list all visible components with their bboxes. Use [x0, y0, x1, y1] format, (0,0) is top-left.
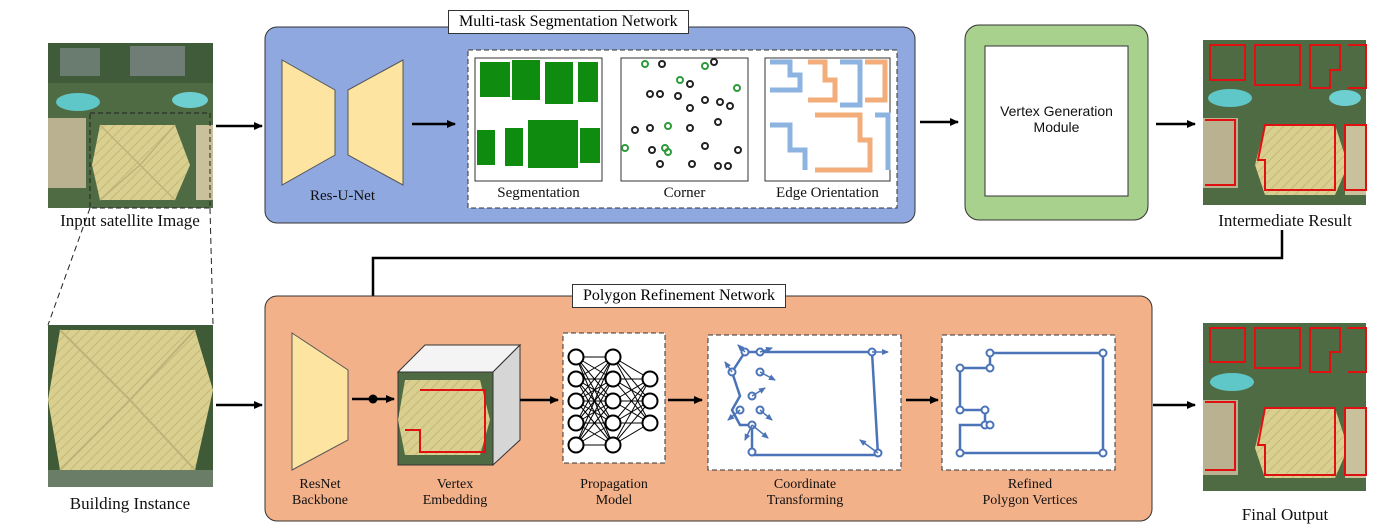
nn-edge: [612, 400, 651, 446]
edge-orientation-label: Edge Orientation: [776, 185, 879, 201]
segmentation-network-title: Multi-task Segmentation Network: [448, 10, 689, 34]
nn-edge: [612, 378, 651, 424]
nn-edge: [575, 356, 614, 424]
nn-node: [604, 436, 622, 454]
segmentation-label: Segmentation: [497, 185, 580, 201]
nn-node: [641, 370, 659, 388]
nn-edge: [575, 400, 614, 446]
nn-edge: [575, 378, 614, 446]
connector-junction: [368, 394, 378, 404]
final-output-image: [1203, 323, 1367, 491]
final-output-label: Final Output: [1241, 505, 1329, 524]
input-image-label: Input satellite Image: [60, 211, 200, 230]
nn-edge: [575, 356, 614, 446]
res-u-net-shape: [281, 59, 404, 186]
corner-label: Corner: [663, 185, 706, 201]
vertex-generation-box: [984, 45, 1129, 197]
intermediate-result-image: [1203, 40, 1367, 205]
res-u-net-label: Res-U-Net: [310, 188, 375, 204]
nn-node: [567, 348, 585, 366]
corner-map: [620, 57, 749, 182]
building-instance-label: Building Instance: [69, 494, 191, 513]
segmentation-map: [474, 57, 603, 182]
neural-network-graph: [567, 348, 659, 454]
intermediate-result-label: Intermediate Result: [1218, 211, 1352, 230]
vertex-generation-label: Vertex Generation Module: [1000, 103, 1113, 136]
nn-node: [641, 414, 659, 432]
nn-node: [604, 370, 622, 388]
building-instance-image: [48, 325, 213, 487]
nn-node: [567, 436, 585, 454]
nn-node: [567, 370, 585, 388]
nn-edge: [575, 356, 614, 402]
coordinate-transforming-label: Coordinate Transforming: [766, 477, 844, 509]
nn-node: [604, 392, 622, 410]
coordinate-transform-polygon: [724, 344, 889, 458]
zoom-guide-lines: [47, 207, 214, 326]
nn-node: [567, 392, 585, 410]
refined-vertices-label: Refined Polygon Vertices: [982, 477, 1078, 509]
resnet-backbone-shape: [291, 332, 349, 471]
input-satellite-image: [48, 43, 213, 209]
refinement-network-title: Polygon Refinement Network: [572, 284, 786, 308]
nn-node: [604, 414, 622, 432]
nn-edge: [612, 378, 651, 446]
propagation-model-label: Propagation Model: [580, 477, 648, 509]
edge-orientation-map: [764, 57, 891, 182]
refined-polygon: [955, 348, 1108, 458]
vertex-embedding-label: Vertex Embedding: [422, 477, 488, 509]
resnet-backbone-label: ResNet Backbone: [292, 477, 348, 509]
nn-node: [641, 392, 659, 410]
nn-node: [567, 414, 585, 432]
refined-vertices-box: [941, 334, 1116, 471]
vertex-embedding-cube: [396, 343, 522, 467]
nn-node: [604, 348, 622, 366]
